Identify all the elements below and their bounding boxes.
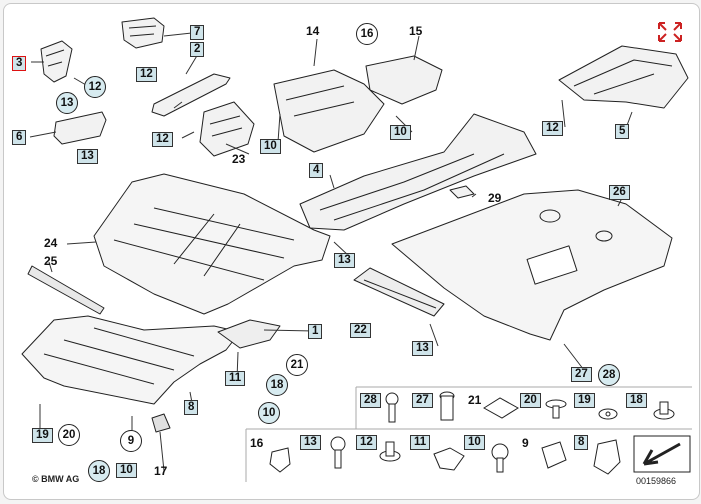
label-part-20[interactable]: 20	[58, 424, 80, 446]
fastener-12-shape	[379, 441, 401, 462]
label-part-3[interactable]: 3	[12, 56, 27, 71]
label-part-8[interactable]: 8	[184, 400, 199, 415]
document-id: 00159866	[636, 476, 677, 486]
label-part-13-c[interactable]: 13	[334, 253, 355, 268]
label-part-9[interactable]: 9	[120, 430, 142, 452]
label-part-12-b[interactable]: 12	[136, 67, 157, 82]
legend-item-21[interactable]: 21	[468, 393, 482, 407]
label-part-18[interactable]: 18	[266, 374, 288, 396]
fastener-18-shape	[653, 401, 675, 420]
label-part-29[interactable]: 29	[488, 191, 502, 205]
label-part-1[interactable]: 1	[308, 324, 323, 339]
label-part-22[interactable]: 22	[350, 323, 371, 338]
fastener-10-shape	[491, 443, 509, 473]
label-part-6[interactable]: 6	[12, 130, 27, 145]
part-4-shape	[299, 113, 537, 231]
label-part-14[interactable]: 14	[306, 24, 320, 38]
copyright-text: © BMW AG	[32, 474, 80, 484]
label-part-13[interactable]: 13	[56, 92, 78, 114]
label-part-23[interactable]: 23	[232, 152, 246, 166]
label-part-28[interactable]: 28	[598, 364, 620, 386]
fastener-16-shape	[269, 447, 291, 473]
label-part-19[interactable]: 19	[32, 428, 53, 443]
legend-item-19[interactable]: 19	[574, 393, 595, 408]
label-part-15[interactable]: 15	[409, 24, 423, 38]
part-17-shape	[151, 413, 171, 433]
legend-item-27[interactable]: 27	[412, 393, 433, 408]
label-part-13-b[interactable]: 13	[77, 149, 98, 164]
legend-item-12[interactable]: 12	[356, 435, 377, 450]
direction-arrow-box	[633, 435, 691, 473]
label-part-27[interactable]: 27	[571, 367, 592, 382]
label-part-21[interactable]: 21	[286, 354, 308, 376]
part-1-shape	[217, 319, 281, 349]
fastener-11-shape	[433, 447, 465, 471]
legend-item-8[interactable]: 8	[574, 435, 589, 450]
fastener-28-shape	[385, 392, 399, 423]
label-part-12[interactable]: 12	[84, 76, 106, 98]
label-part-12-d[interactable]: 12	[542, 121, 563, 136]
fastener-9-shape	[541, 441, 567, 469]
label-part-16[interactable]: 16	[356, 23, 378, 45]
expand-arrows-icon[interactable]	[656, 20, 684, 44]
fastener-27-shape	[439, 391, 455, 421]
part-15-shape	[365, 55, 443, 105]
label-part-18-b[interactable]: 18	[88, 460, 110, 482]
label-part-2[interactable]: 2	[190, 42, 205, 57]
part-3-shape	[40, 40, 73, 83]
label-part-7[interactable]: 7	[190, 25, 205, 40]
label-part-10-b[interactable]: 10	[390, 125, 411, 140]
label-part-10-c[interactable]: 10	[258, 402, 280, 424]
label-part-12-c[interactable]: 12	[152, 132, 173, 147]
part-29-shape	[449, 185, 475, 199]
part-19-shape	[21, 315, 241, 405]
part-22-shape	[353, 267, 445, 317]
legend-item-28[interactable]: 28	[360, 393, 381, 408]
fastener-8-shape	[593, 439, 621, 475]
fastener-20-shape	[545, 399, 567, 419]
label-part-5[interactable]: 5	[615, 124, 630, 139]
fastener-13-shape	[330, 436, 346, 469]
part-25-shape	[27, 265, 105, 315]
label-part-10[interactable]: 10	[260, 139, 281, 154]
diagram-drawing	[21, 17, 692, 482]
legend-item-18[interactable]: 18	[626, 393, 647, 408]
parts-diagram: 3 12 13 7 2 12 6 13 12 23 10 14 16 15 10…	[3, 3, 700, 500]
label-part-4[interactable]: 4	[309, 163, 324, 178]
label-part-26[interactable]: 26	[609, 185, 630, 200]
part-14-shape	[273, 69, 385, 153]
legend-item-10[interactable]: 10	[464, 435, 485, 450]
label-part-11[interactable]: 11	[225, 371, 246, 386]
part-2-shape	[151, 73, 231, 117]
legend-item-9[interactable]: 9	[522, 436, 529, 450]
label-part-10-d[interactable]: 10	[116, 463, 137, 478]
part-7-shape	[121, 17, 165, 49]
label-part-25[interactable]: 25	[44, 254, 58, 268]
label-part-17[interactable]: 17	[154, 464, 168, 478]
label-part-13-d[interactable]: 13	[412, 341, 433, 356]
legend-item-20[interactable]: 20	[520, 393, 541, 408]
part-24-shape	[93, 173, 331, 315]
part-6-shape	[53, 111, 107, 145]
part-23-shape	[199, 101, 255, 157]
part-5-shape	[558, 45, 689, 109]
legend-item-16[interactable]: 16	[250, 436, 264, 450]
legend-item-13[interactable]: 13	[300, 435, 321, 450]
legend-item-11[interactable]: 11	[410, 435, 431, 450]
fastener-21-shape	[483, 397, 519, 419]
label-part-24[interactable]: 24	[44, 236, 58, 250]
fastener-19-shape	[598, 408, 618, 420]
